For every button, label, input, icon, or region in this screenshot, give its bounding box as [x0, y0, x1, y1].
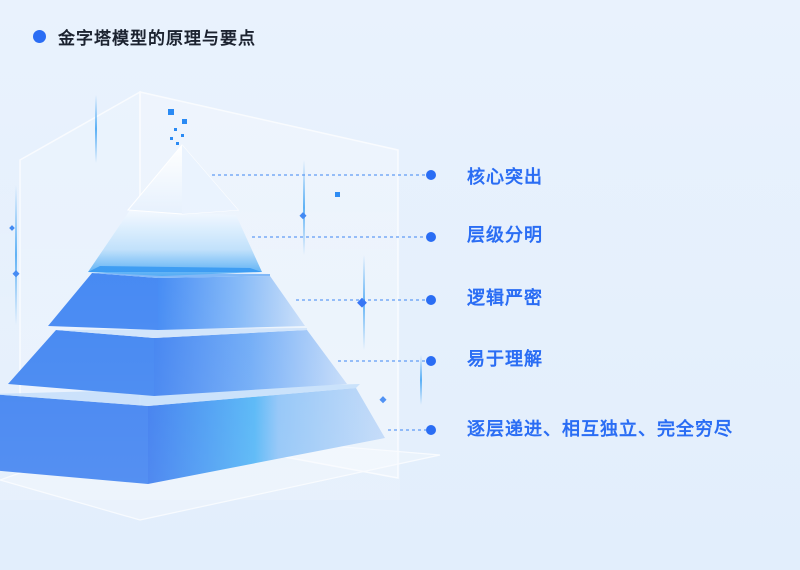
point-dot-icon: [426, 295, 436, 305]
point-label-4: 易于理解: [467, 349, 543, 370]
header: 金字塔模型的原理与要点: [33, 24, 256, 49]
point-label-2: 层级分明: [467, 225, 543, 246]
point-label-1: 核心突出: [467, 167, 543, 188]
bullet-dot-icon: [33, 30, 46, 43]
point-label-3: 逻辑严密: [467, 288, 543, 309]
point-label-5: 逐层递进、相互独立、完全穷尽: [467, 419, 733, 440]
point-dot-icon: [426, 170, 436, 180]
page-title: 金字塔模型的原理与要点: [58, 29, 256, 49]
point-dot-icon: [426, 356, 436, 366]
point-dot-icon: [426, 425, 436, 435]
point-dot-icon: [426, 232, 436, 242]
leader-dots: [426, 170, 436, 435]
leader-lines: [212, 174, 426, 431]
